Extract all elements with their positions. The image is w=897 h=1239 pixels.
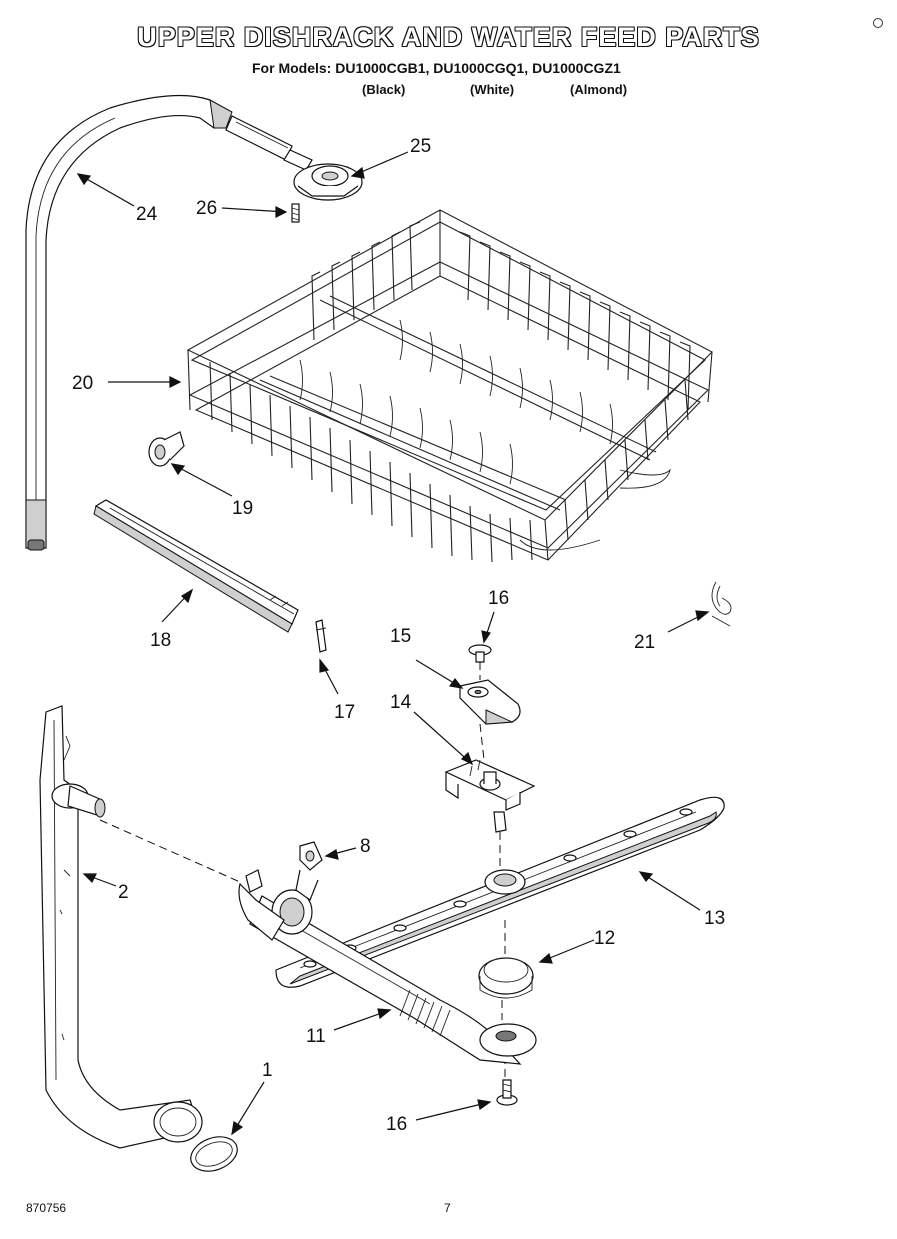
callout-16-bottom: 16	[386, 1114, 407, 1135]
part-11-feed-tube	[238, 882, 537, 1065]
callout-17: 17	[334, 702, 355, 723]
callout-20: 20	[72, 373, 93, 394]
part-8-clamp-bracket	[245, 841, 323, 901]
callout-19: 19	[232, 498, 253, 519]
document-number: 870756	[26, 1201, 67, 1215]
part-26-screw	[291, 203, 300, 223]
callout-13: 13	[704, 908, 725, 929]
part-16-screw-top	[468, 644, 492, 663]
finish-white: (White)	[470, 82, 515, 97]
part-1-o-ring	[190, 1136, 238, 1172]
callout-1: 1	[262, 1060, 273, 1081]
callout-2: 2	[118, 882, 129, 903]
finish-almond: (Almond)	[570, 82, 628, 97]
part-19-rack-roller	[148, 431, 185, 467]
part-15-hub-bearing	[459, 679, 521, 725]
leader-arrows	[76, 151, 710, 1136]
callout-26: 26	[196, 198, 217, 219]
part-24-supply-tube	[25, 94, 233, 551]
part-21-clip	[711, 581, 732, 627]
page-number: 7	[444, 1201, 451, 1215]
part-12-seal-ring	[478, 957, 534, 999]
callout-24: 24	[136, 204, 158, 225]
callout-12: 12	[594, 928, 615, 949]
callout-14: 14	[390, 692, 412, 713]
callout-18: 18	[150, 630, 171, 651]
part-25-spray-nozzle	[225, 115, 363, 201]
callout-21: 21	[634, 632, 655, 653]
callout-11: 11	[306, 1026, 326, 1047]
callout-labels: 25 24 26 20 19 18 17 16 15 21 14 8 2 13 …	[72, 136, 725, 1135]
finish-black: (Black)	[362, 82, 406, 97]
models-line: For Models: DU1000CGB1, DU1000CGQ1, DU10…	[252, 60, 621, 76]
part-16-screw-bottom	[496, 1079, 518, 1106]
corner-mark	[873, 18, 883, 28]
callout-15: 15	[390, 626, 411, 647]
page-title: UPPER DISHRACK AND WATER FEED PARTS	[137, 22, 760, 52]
callout-8: 8	[360, 836, 371, 857]
part-18-rack-rail	[93, 499, 299, 633]
callout-25: 25	[410, 136, 431, 157]
part-20-upper-dishrack	[186, 209, 713, 563]
part-17-rail-stop	[315, 619, 327, 653]
part-2-supply-conduit	[39, 705, 203, 1149]
part-14-mounting-bracket	[444, 759, 536, 833]
callout-16-top: 16	[488, 588, 509, 609]
